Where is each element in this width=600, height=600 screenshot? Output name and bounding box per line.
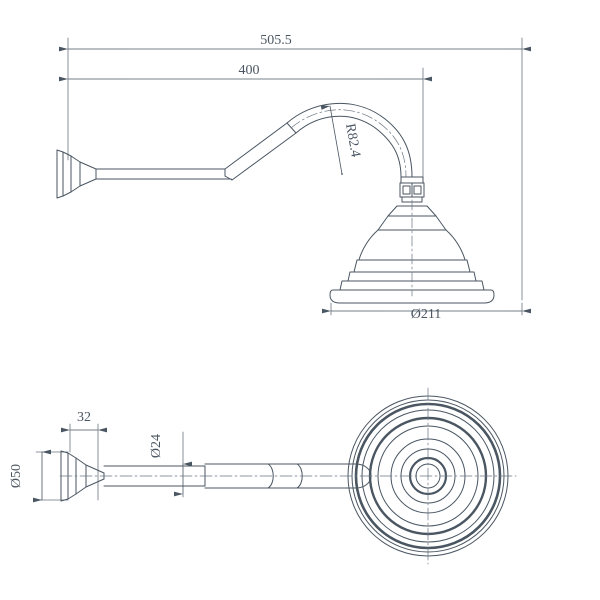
label-rose-diameter: Ø211 xyxy=(411,307,442,322)
side-elevation-view xyxy=(56,37,531,316)
shower-arm-tube-plan xyxy=(103,463,372,489)
arm-diagonal-segment xyxy=(224,122,297,181)
label-bend-radius: R82.4 xyxy=(342,122,363,158)
dimension-flange-diameter xyxy=(33,449,69,503)
dimension-rose-diameter xyxy=(322,302,531,316)
wall-flange-elevation xyxy=(56,149,97,199)
plan-view xyxy=(33,387,517,565)
arm-lower-segment xyxy=(95,168,232,180)
arm-goose-neck-bend xyxy=(286,102,413,178)
bend-centreline xyxy=(290,109,407,178)
coupling-nut xyxy=(399,176,425,203)
extension-lines-top xyxy=(67,37,523,301)
shower-rose-elevation xyxy=(329,205,495,304)
label-arm-projection: 400 xyxy=(239,63,260,78)
dimension-flange-length xyxy=(61,423,107,501)
plan-centrelines xyxy=(59,387,517,565)
label-overall-length: 505.5 xyxy=(260,33,292,48)
label-flange-diameter: Ø50 xyxy=(9,464,24,488)
dimension-bend-radius xyxy=(320,105,343,175)
label-tube-diameter: Ø24 xyxy=(149,434,164,458)
label-flange-length: 32 xyxy=(77,410,91,425)
dimension-text-layer: 505.5 400 R82.4 Ø211 32 Ø24 Ø50 xyxy=(9,33,441,488)
